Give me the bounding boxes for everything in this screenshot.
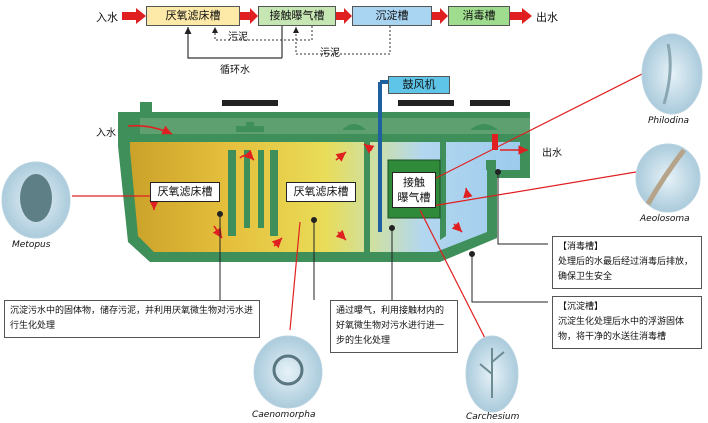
organism-carchesium <box>465 335 519 413</box>
organism-caenomorpha <box>253 335 323 409</box>
contact-aeration-box: 接触 曝气槽 <box>392 172 436 208</box>
note-aeration-body: 通过曝气，利用接触材内的好氧微生物对污水进行进一步的生化处理 <box>336 306 445 346</box>
flow-arrow-2 <box>336 8 352 24</box>
flow-outflow-label: 出水 <box>536 11 558 24</box>
tank-outflow-label: 出水 <box>542 148 562 159</box>
pointer-lines <box>217 169 548 303</box>
flow-arrow-3 <box>432 8 448 24</box>
flow-step-settle: 沉淀槽 <box>352 6 432 26</box>
flow-step-aeration: 接触曝气槽 <box>258 6 336 26</box>
note-settle-body: 沉淀生化处理后水中的浮游固体物，将干净的水送往消毒槽 <box>558 317 685 342</box>
tank-flow-arrows <box>127 124 528 249</box>
note-disinfect-body: 处理后的水最后经过消毒后排放，确保卫生安全 <box>558 257 694 282</box>
flow-inflow-label: 入水 <box>96 11 118 24</box>
label-philodina: Philodina <box>648 116 690 126</box>
contact-label-line2: 曝气槽 <box>397 191 431 204</box>
note-aeration: 通过曝气，利用接触材内的好氧微生物对污水进行进一步的生化处理 <box>330 300 458 353</box>
blower-box: 鼓风机 <box>388 76 450 94</box>
flow-chain <box>122 8 532 59</box>
flow-step-disinfect: 消毒槽 <box>448 6 510 26</box>
note-settle: 【沉淀槽】 沉淀生化处理后水中的浮游固体物，将干净的水送往消毒槽 <box>552 296 702 349</box>
organism-lines <box>72 71 647 353</box>
flow-step-anaerobic: 厌氧滤床槽 <box>146 6 240 26</box>
label-metopus: Metopus <box>12 240 51 250</box>
note-settle-title: 【沉淀槽】 <box>558 302 604 312</box>
recycle-line <box>188 26 283 59</box>
flow-arrow-out <box>510 8 532 24</box>
note-anaerobic-body: 沉淀污水中的固体物，储存污泥，并利用厌氧微生物对污水进行生化处理 <box>10 306 254 331</box>
organism-philodina <box>641 33 703 115</box>
tank-inflow-label: 入水 <box>96 128 116 139</box>
sludge-line-1 <box>212 26 313 41</box>
label-carchesium: Carchesium <box>466 412 520 422</box>
label-caenomorpha: Caenomorpha <box>252 410 316 420</box>
flow-arrow-1 <box>240 8 258 24</box>
sludge-line-2 <box>293 26 391 55</box>
sludge-label-1: 污泥 <box>228 32 248 43</box>
note-disinfect-title: 【消毒槽】 <box>558 242 604 252</box>
flow-arrow-in <box>122 8 146 24</box>
note-anaerobic: 沉淀污水中的固体物，储存污泥，并利用厌氧微生物对污水进行生化处理 <box>4 300 260 338</box>
label-aeolosoma: Aeolosoma <box>640 214 690 224</box>
tank <box>118 80 530 262</box>
sludge-label-2: 污泥 <box>320 48 340 59</box>
recycle-label: 循环水 <box>220 65 250 76</box>
organism-aeolosoma <box>635 143 701 213</box>
anaerobic-tank-2: 厌氧滤床槽 <box>286 182 356 202</box>
contact-label-line1: 接触 <box>403 176 425 189</box>
organism-metopus <box>1 161 71 239</box>
note-disinfect: 【消毒槽】 处理后的水最后经过消毒后排放，确保卫生安全 <box>552 236 702 289</box>
anaerobic-tank-1: 厌氧滤床槽 <box>150 182 220 202</box>
